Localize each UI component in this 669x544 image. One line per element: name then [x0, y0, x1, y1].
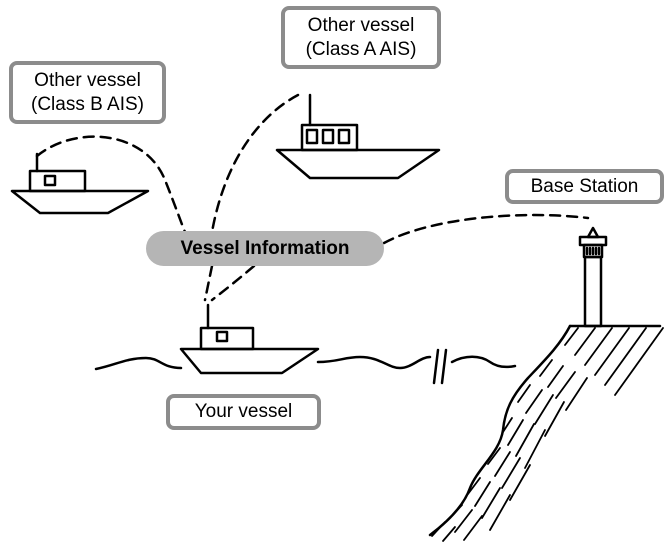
- base-station-tower-icon: [578, 226, 608, 328]
- sea-waves: [94, 348, 517, 385]
- vessel-information-pill: Vessel Information: [146, 231, 384, 266]
- other-vessel-class-b-line2: (Class B AIS): [31, 93, 144, 115]
- other-vessel-class-b-label: Other vessel (Class B AIS): [9, 61, 166, 124]
- class-a-vessel-icon: [275, 93, 441, 180]
- base-station-text: Base Station: [530, 175, 639, 197]
- signal-link-class-a: [203, 93, 300, 302]
- your-vessel-label: Your vessel: [166, 394, 321, 430]
- your-vessel-icon: [179, 303, 320, 375]
- signal-link-class-b: [35, 135, 187, 234]
- other-vessel-class-a-label: Other vessel (Class A AIS): [281, 6, 441, 69]
- other-vessel-class-b-line1: Other vessel: [34, 69, 141, 91]
- class-b-vessel-icon: [10, 152, 150, 215]
- coastal-cliff: [428, 324, 664, 542]
- your-vessel-text: Your vessel: [194, 401, 293, 422]
- signal-link-base-station: [210, 213, 590, 302]
- other-vessel-class-a-line2: (Class A AIS): [305, 38, 417, 60]
- base-station-label: Base Station: [505, 169, 664, 204]
- other-vessel-class-a-line1: Other vessel: [307, 14, 415, 36]
